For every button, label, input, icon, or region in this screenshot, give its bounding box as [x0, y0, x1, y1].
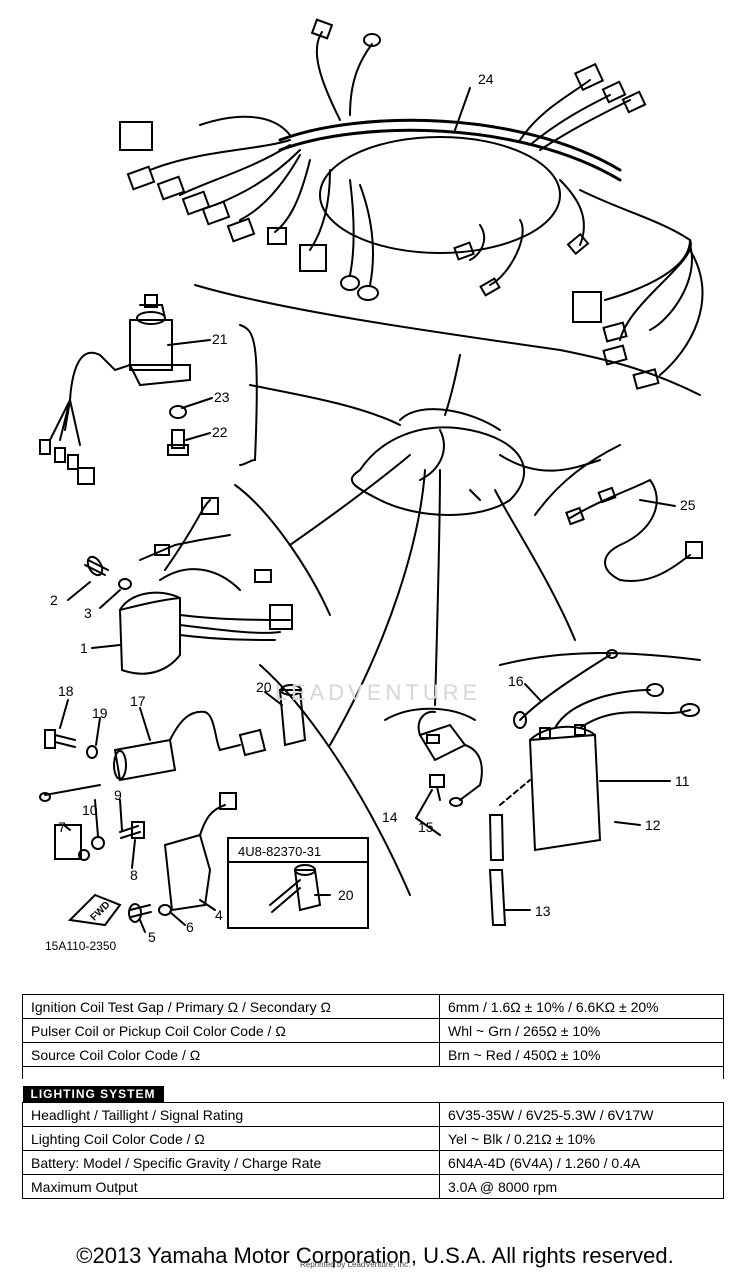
spec-label: Battery: Model / Specific Gravity / Char… — [22, 1150, 440, 1175]
callout-11: 11 — [675, 773, 690, 789]
harness-loop — [319, 136, 561, 254]
spec-label: Ignition Coil Test Gap / Primary Ω / Sec… — [22, 994, 440, 1019]
callout-7: 7 — [58, 819, 66, 835]
spec-value: 6V35-35W / 6V25-5.3W / 6V17W — [439, 1102, 724, 1127]
spec-label: Maximum Output — [22, 1174, 440, 1199]
spec-value: Brn ~ Red / 450Ω ± 10% — [439, 1042, 724, 1067]
spec-label: Headlight / Taillight / Signal Rating — [22, 1102, 440, 1127]
spec-label: Source Coil Color Code / Ω — [22, 1042, 440, 1067]
copyright-notice: ©2013 Yamaha Motor Corporation, U.S.A. A… — [76, 1243, 674, 1268]
callout-5: 5 — [148, 929, 156, 945]
callout-20-box: 20 — [338, 887, 354, 903]
callout-9: 9 — [114, 787, 122, 803]
section-header: LIGHTING SYSTEM — [22, 1079, 724, 1103]
spec-label: Lighting Coil Color Code / Ω — [22, 1126, 440, 1151]
callout-8: 8 — [130, 867, 138, 883]
callout-21: 21 — [212, 331, 228, 347]
callout-16: 16 — [508, 673, 524, 689]
callout-24: 24 — [478, 71, 494, 87]
spec-value: Whl ~ Grn / 265Ω ± 10% — [439, 1018, 724, 1043]
wiring-diagram: LEADVENTURE 24 21 23 22 25 2 3 1 16 18 1… — [39, 18, 704, 953]
spec-row: Source Coil Color Code / Ω Brn ~ Red / 4… — [22, 1042, 724, 1067]
spec-table: Ignition Coil Test Gap / Primary Ω / Sec… — [22, 994, 724, 1199]
spec-row: Lighting Coil Color Code / Ω Yel ~ Blk /… — [22, 1126, 724, 1151]
callout-25: 25 — [680, 497, 696, 513]
callout-13: 13 — [535, 903, 551, 919]
callout-22: 22 — [212, 424, 228, 440]
drawing-code: 15A110-2350 — [45, 939, 117, 953]
callout-14: 14 — [382, 809, 398, 825]
callout-4: 4 — [215, 907, 223, 923]
spec-row: Headlight / Taillight / Signal Rating 6V… — [22, 1102, 724, 1127]
callout-17: 17 — [130, 693, 146, 709]
reprint-note: Reprinted by LeadVenture, Inc. — [300, 1260, 411, 1269]
callout-6: 6 — [186, 919, 194, 935]
callout-12: 12 — [645, 817, 661, 833]
callout-1: 1 — [80, 640, 88, 656]
spec-row: Ignition Coil Test Gap / Primary Ω / Sec… — [22, 994, 724, 1019]
callout-18: 18 — [58, 683, 74, 699]
spec-row: Pulser Coil or Pickup Coil Color Code / … — [22, 1018, 724, 1043]
spec-label: Pulser Coil or Pickup Coil Color Code / … — [22, 1018, 440, 1043]
callout-23: 23 — [214, 389, 230, 405]
lighting-system-title: LIGHTING SYSTEM — [22, 1086, 164, 1102]
spec-value: Yel ~ Blk / 0.21Ω ± 10% — [439, 1126, 724, 1151]
callout-19: 19 — [92, 705, 108, 721]
spec-value: 6N4A-4D (6V4A) / 1.260 / 0.4A — [439, 1150, 724, 1175]
callout-10: 10 — [82, 802, 98, 818]
watermark: LEADVENTURE — [275, 680, 482, 705]
callout-3: 3 — [84, 605, 92, 621]
callout-2: 2 — [50, 592, 58, 608]
spec-row: Maximum Output 3.0A @ 8000 rpm — [22, 1174, 724, 1199]
callout-15: 15 — [418, 819, 434, 835]
replacement-part-box — [227, 837, 369, 929]
replacement-part-number: 4U8-82370-31 — [238, 844, 321, 859]
spec-row: Battery: Model / Specific Gravity / Char… — [22, 1150, 724, 1175]
callout-20: 20 — [256, 679, 272, 695]
spec-value: 6mm / 1.6Ω ± 10% / 6.6KΩ ± 20% — [439, 994, 724, 1019]
spec-value: 3.0A @ 8000 rpm — [439, 1174, 724, 1199]
